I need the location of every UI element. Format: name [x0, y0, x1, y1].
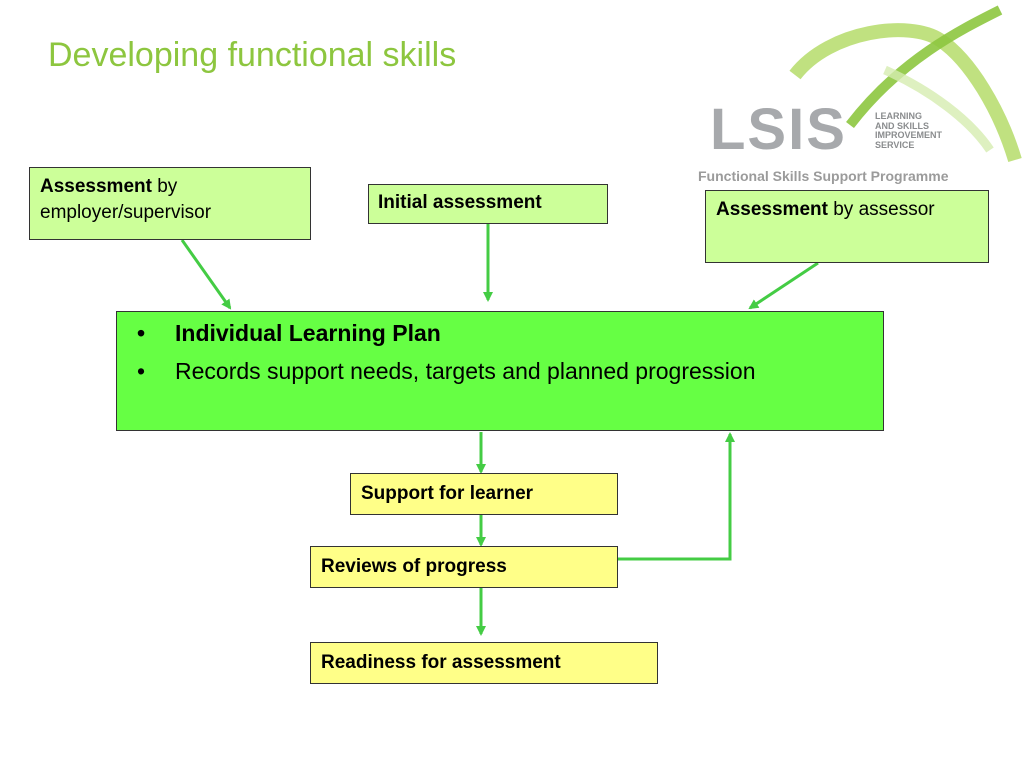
initial-assessment-box: Initial assessment [368, 184, 608, 224]
bullet-icon: • [137, 358, 146, 384]
arrow-employer-to-plan [180, 239, 232, 310]
employer-assessment-box: Assessment by employer/supervisor [29, 167, 311, 240]
initial-assessment-label: Initial assessment [378, 192, 542, 213]
slide-title: Developing functional skills [48, 36, 457, 74]
plan-item-text: Records support needs, targets and plann… [175, 358, 756, 384]
reviews-label: Reviews of progress [321, 556, 507, 577]
assessor-assessment-bold: Assessment [716, 199, 828, 220]
learning-plan-list: • Individual Learning Plan • Records sup… [127, 318, 873, 386]
logo-tagline: LEARNING AND SKILLS IMPROVEMENT SERVICE [875, 111, 943, 150]
learning-plan-box: • Individual Learning Plan • Records sup… [116, 311, 884, 431]
assessor-assessment-rest: by assessor [827, 199, 935, 220]
support-box: Support for learner [350, 473, 618, 515]
lsis-logo: LSIS LEARNING AND SKILLS IMPROVEMENT SER… [700, 0, 1024, 190]
employer-assessment-rest: by employer/supervisor [40, 176, 212, 223]
employer-assessment-bold: Assessment [40, 176, 152, 197]
readiness-label: Readiness for assessment [321, 652, 561, 673]
arrow-reviews-to-plan [617, 432, 735, 561]
logo-swirl-icon [789, 5, 1022, 163]
programme-label: Functional Skills Support Programme [698, 168, 949, 184]
assessor-assessment-box: Assessment by assessor [705, 190, 989, 263]
plan-item-text: Individual Learning Plan [175, 320, 441, 346]
logo-wordmark: LSIS [710, 97, 847, 162]
arrow-assessor-to-plan [748, 261, 819, 310]
reviews-box: Reviews of progress [310, 546, 618, 588]
plan-item-title: • Individual Learning Plan [127, 318, 873, 348]
readiness-box: Readiness for assessment [310, 642, 658, 684]
bullet-icon: • [137, 320, 146, 346]
support-label: Support for learner [361, 483, 534, 504]
plan-item-records: • Records support needs, targets and pla… [127, 356, 873, 386]
